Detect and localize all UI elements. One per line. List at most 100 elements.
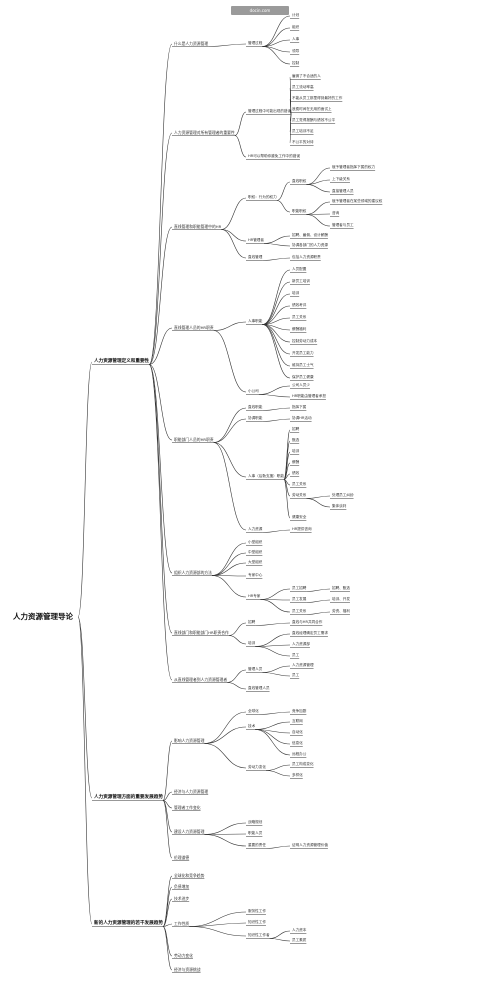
subtopic[interactable]: 技术进步 <box>174 896 190 901</box>
subtopic[interactable]: 知识性工作者 <box>248 933 270 937</box>
subtopic[interactable]: 职能职权 <box>292 209 307 213</box>
subtopic[interactable]: 员工 <box>292 653 300 657</box>
subtopic[interactable]: 什么是人力资源管理 <box>174 41 209 46</box>
subtopic[interactable]: 直线管理人员的HR职责 <box>174 325 214 330</box>
subtopic[interactable]: 直线职权 <box>292 179 307 183</box>
subtopic[interactable]: 协调职能 <box>248 416 263 420</box>
subtopic[interactable]: 公司人员少 <box>292 383 310 387</box>
subtopic[interactable]: 新员工培训 <box>292 279 310 283</box>
subtopic[interactable]: 员工发展 <box>292 597 307 601</box>
subtopic[interactable]: 控制劳动力成本 <box>292 339 318 343</box>
subtopic[interactable]: 集体谈判 <box>332 504 347 508</box>
subtopic[interactable]: 员工关系 <box>292 315 307 319</box>
subtopic[interactable]: 职能人员 <box>248 831 263 835</box>
subtopic[interactable]: 薪酬 <box>292 460 300 464</box>
subtopic[interactable]: 招聘、雇佣、设计薪酬 <box>292 233 328 237</box>
subtopic[interactable]: 影响人力资源管理 <box>174 738 205 743</box>
subtopic[interactable]: 绩效 <box>292 471 300 475</box>
subtopic[interactable]: 全球化 <box>248 709 259 713</box>
subtopic[interactable]: 员工关系 <box>292 482 307 486</box>
subtopic[interactable]: 管理过程中可能出现的错误 <box>248 109 292 113</box>
subtopic[interactable]: 职权：行为的权力 <box>248 195 277 199</box>
subtopic[interactable]: 人力资本 <box>292 928 307 932</box>
subtopic[interactable]: 自动化 <box>292 730 303 734</box>
subtopic[interactable]: 管理过程 <box>248 41 263 45</box>
subtopic[interactable]: 技术 <box>248 724 256 728</box>
subtopic[interactable]: 绩效考评 <box>292 303 307 307</box>
subtopic[interactable]: 小型组织 <box>248 540 263 544</box>
subtopic[interactable]: 大型组织 <box>248 560 263 564</box>
subtopic[interactable]: 协调各部门的人力资源 <box>292 243 328 247</box>
subtopic[interactable]: 培训 <box>292 449 300 453</box>
subtopic[interactable]: 人力资源管理 <box>292 663 314 667</box>
subtopic[interactable]: 直线经理确定员工需求 <box>292 631 328 635</box>
subtopic[interactable]: HR可以帮助你避免工作中的错误 <box>248 154 300 158</box>
subtopic[interactable]: HR提供咨询 <box>292 527 312 531</box>
subtopic[interactable]: 招聘、甄选 <box>332 586 350 590</box>
subtopic[interactable]: 工作性质 <box>174 921 190 926</box>
subtopic[interactable]: 战略规划 <box>248 820 263 824</box>
subtopic[interactable]: 处理员工纠纷 <box>332 493 354 497</box>
subtopic[interactable]: 竞争加剧 <box>292 709 307 713</box>
subtopic[interactable]: HR专家 <box>248 594 261 598</box>
subtopic[interactable]: HR职能由管理者承担 <box>292 394 326 398</box>
subtopic[interactable]: 小公司 <box>248 389 259 393</box>
subtopic[interactable]: 维持员工士气 <box>292 363 314 367</box>
subtopic[interactable]: 信息化 <box>292 741 303 745</box>
subtopic[interactable]: 劳资、福利 <box>332 609 350 613</box>
subtopic[interactable]: 人力资源管理对所有管理者的重要性 <box>174 130 235 135</box>
subtopic[interactable]: 人员配置 <box>292 267 307 271</box>
subtopic[interactable]: 负债增加 <box>174 884 190 889</box>
subtopic[interactable]: 开发员工能力 <box>292 351 314 355</box>
subtopic[interactable]: 包括人力资源职责 <box>292 255 321 259</box>
subtopic[interactable]: 不能从员工那里得到最好的工作 <box>292 96 343 100</box>
subtopic[interactable]: 员工流动率高 <box>292 85 314 89</box>
subtopic[interactable]: 人力资源部 <box>292 642 310 646</box>
subtopic[interactable]: HR管理者 <box>248 238 264 242</box>
branch-topic[interactable]: 人力资源管理定义和重要性 <box>94 359 150 364</box>
subtopic[interactable]: 劳动力变化 <box>248 765 266 769</box>
subtopic[interactable]: 员工觉得报酬与绩效不公平 <box>292 118 336 122</box>
subtopic[interactable]: 远程办公 <box>292 752 307 756</box>
subtopic[interactable]: 甄选 <box>292 438 300 442</box>
subtopic[interactable]: 专家中心 <box>248 573 263 577</box>
subtopic[interactable]: 培训 <box>248 641 256 645</box>
subtopic[interactable]: 健康安全 <box>292 515 307 519</box>
subtopic[interactable]: 知识性工作 <box>248 920 266 924</box>
subtopic[interactable]: 直线职能 <box>248 405 263 409</box>
subtopic[interactable]: 员工关系 <box>292 609 307 613</box>
subtopic[interactable]: 劳动关系 <box>292 493 307 497</box>
subtopic[interactable]: 证明人力资源管理价值 <box>292 843 328 847</box>
subtopic[interactable]: 不公平的对待 <box>292 140 314 144</box>
subtopic[interactable]: 经济与人力资源管理 <box>174 789 209 794</box>
subtopic[interactable]: 直接管理人员 <box>332 189 354 193</box>
subtopic[interactable]: 组织 <box>292 25 300 29</box>
subtopic[interactable]: 员工构成变化 <box>292 762 314 766</box>
subtopic[interactable]: 建设人力资源管理 <box>174 829 205 834</box>
subtopic[interactable]: 重要的责任 <box>248 843 266 847</box>
subtopic[interactable]: 培训、开发 <box>332 597 350 601</box>
subtopic[interactable]: 直线部门和职能部门HR职责合作 <box>174 630 229 635</box>
subtopic[interactable]: 中型组织 <box>248 550 263 554</box>
subtopic[interactable]: 雇佣了不合适的人 <box>292 74 321 78</box>
subtopic[interactable]: 赋予管理者在某些领域的建议权 <box>332 199 383 203</box>
subtopic[interactable]: 直线管理 <box>248 255 263 259</box>
subtopic[interactable]: 多样化 <box>292 773 303 777</box>
subtopic[interactable]: 人事 <box>292 37 300 41</box>
subtopic[interactable]: 人事（后勤支援）职能 <box>248 474 284 478</box>
subtopic[interactable]: 招聘 <box>292 427 300 431</box>
subtopic[interactable]: 人力资源 <box>248 527 263 531</box>
subtopic[interactable]: 全球化和竞争趋势 <box>174 873 205 878</box>
subtopic[interactable]: 计划 <box>292 13 300 17</box>
subtopic[interactable]: 赋予管理者指挥下属的权力 <box>332 165 376 169</box>
subtopic[interactable]: 指挥下属 <box>292 405 307 409</box>
subtopic[interactable]: 培训 <box>292 291 300 295</box>
subtopic[interactable]: 伦理道德 <box>174 855 190 860</box>
subtopic[interactable]: 员工培训不足 <box>292 129 314 133</box>
subtopic[interactable]: 劳动力变化 <box>174 953 193 958</box>
subtopic[interactable]: 招聘 <box>248 620 256 624</box>
subtopic[interactable]: 直线与HR共同合作 <box>292 620 323 624</box>
subtopic[interactable]: 直线管理和职能管理中的HR <box>174 224 222 229</box>
branch-topic[interactable]: 新的人力资源管理的若干发展趋势 <box>94 921 163 926</box>
branch-topic[interactable]: 人力资源管理方面的重要发展趋势 <box>94 795 163 800</box>
